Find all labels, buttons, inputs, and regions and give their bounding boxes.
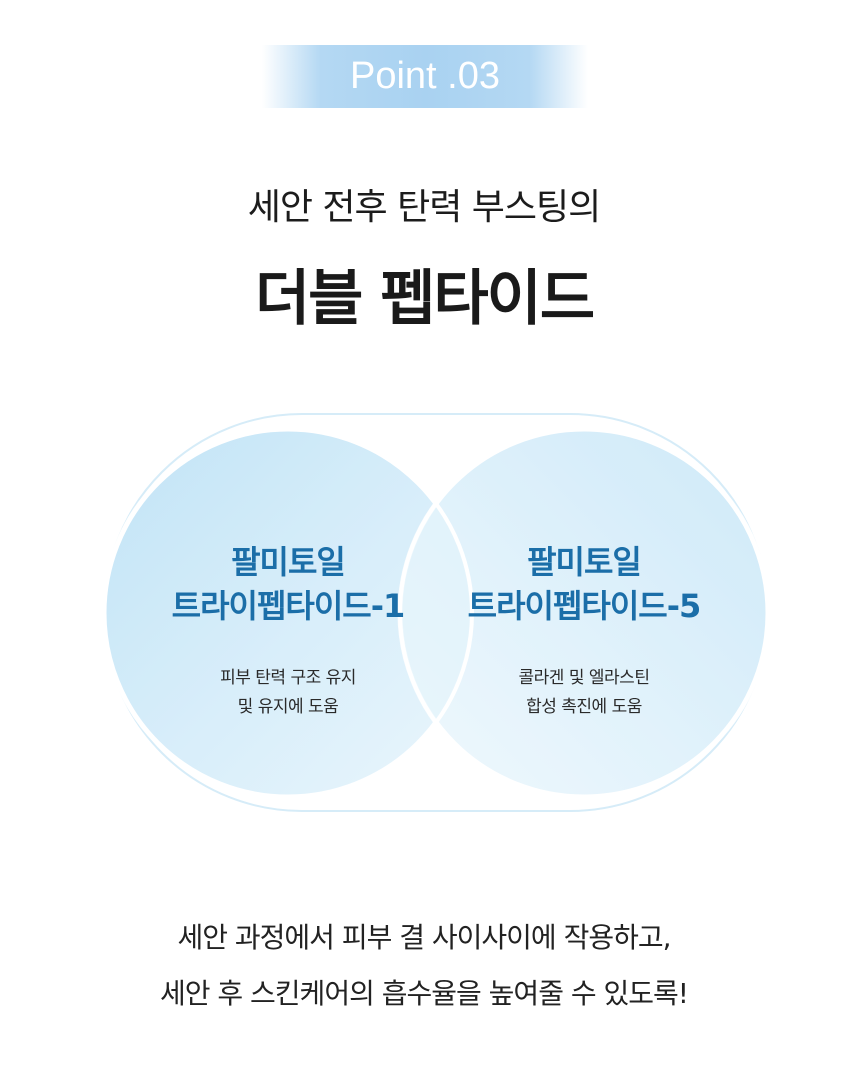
ingredient-name-line1: 팔미토일 bbox=[231, 543, 346, 581]
ingredient-name-line2: 트라이펩타이드-1 bbox=[171, 587, 406, 625]
ingredient-name-line1: 팔미토일 bbox=[527, 543, 642, 581]
point-badge-label: Point .03 bbox=[350, 55, 500, 97]
ingredient-left: 팔미토일 트라이펩타이드-1 피부 탄력 구조 유지 및 유지에 도움 bbox=[128, 540, 448, 722]
ingredient-desc-line2: 및 유지에 도움 bbox=[237, 697, 339, 717]
footer-copy: 세안 과정에서 피부 결 사이사이에 작용하고, 세안 후 스킨케어의 흡수율을… bbox=[0, 910, 848, 1022]
ingredient-desc-line1: 콜라겐 및 엘라스틴 bbox=[518, 668, 650, 688]
footer-line2: 세안 후 스킨케어의 흡수율을 높여줄 수 있도록! bbox=[159, 977, 689, 1010]
section-subtitle: 세안 전후 탄력 부스팅의 bbox=[247, 187, 602, 228]
ingredient-name-line2: 트라이펩타이드-5 bbox=[467, 587, 702, 625]
ingredient-desc-line2: 합성 촉진에 도움 bbox=[526, 697, 642, 717]
ingredient-desc-line1: 피부 탄력 구조 유지 bbox=[220, 668, 356, 688]
venn-diagram bbox=[101, 413, 771, 812]
point-badge: Point .03 bbox=[262, 45, 588, 108]
ingredient-right: 팔미토일 트라이펩타이드-5 콜라겐 및 엘라스틴 합성 촉진에 도움 bbox=[424, 540, 744, 722]
section-title: 더블 펩타이드 bbox=[254, 264, 595, 334]
footer-line1: 세안 과정에서 피부 결 사이사이에 작용하고, bbox=[177, 921, 671, 954]
